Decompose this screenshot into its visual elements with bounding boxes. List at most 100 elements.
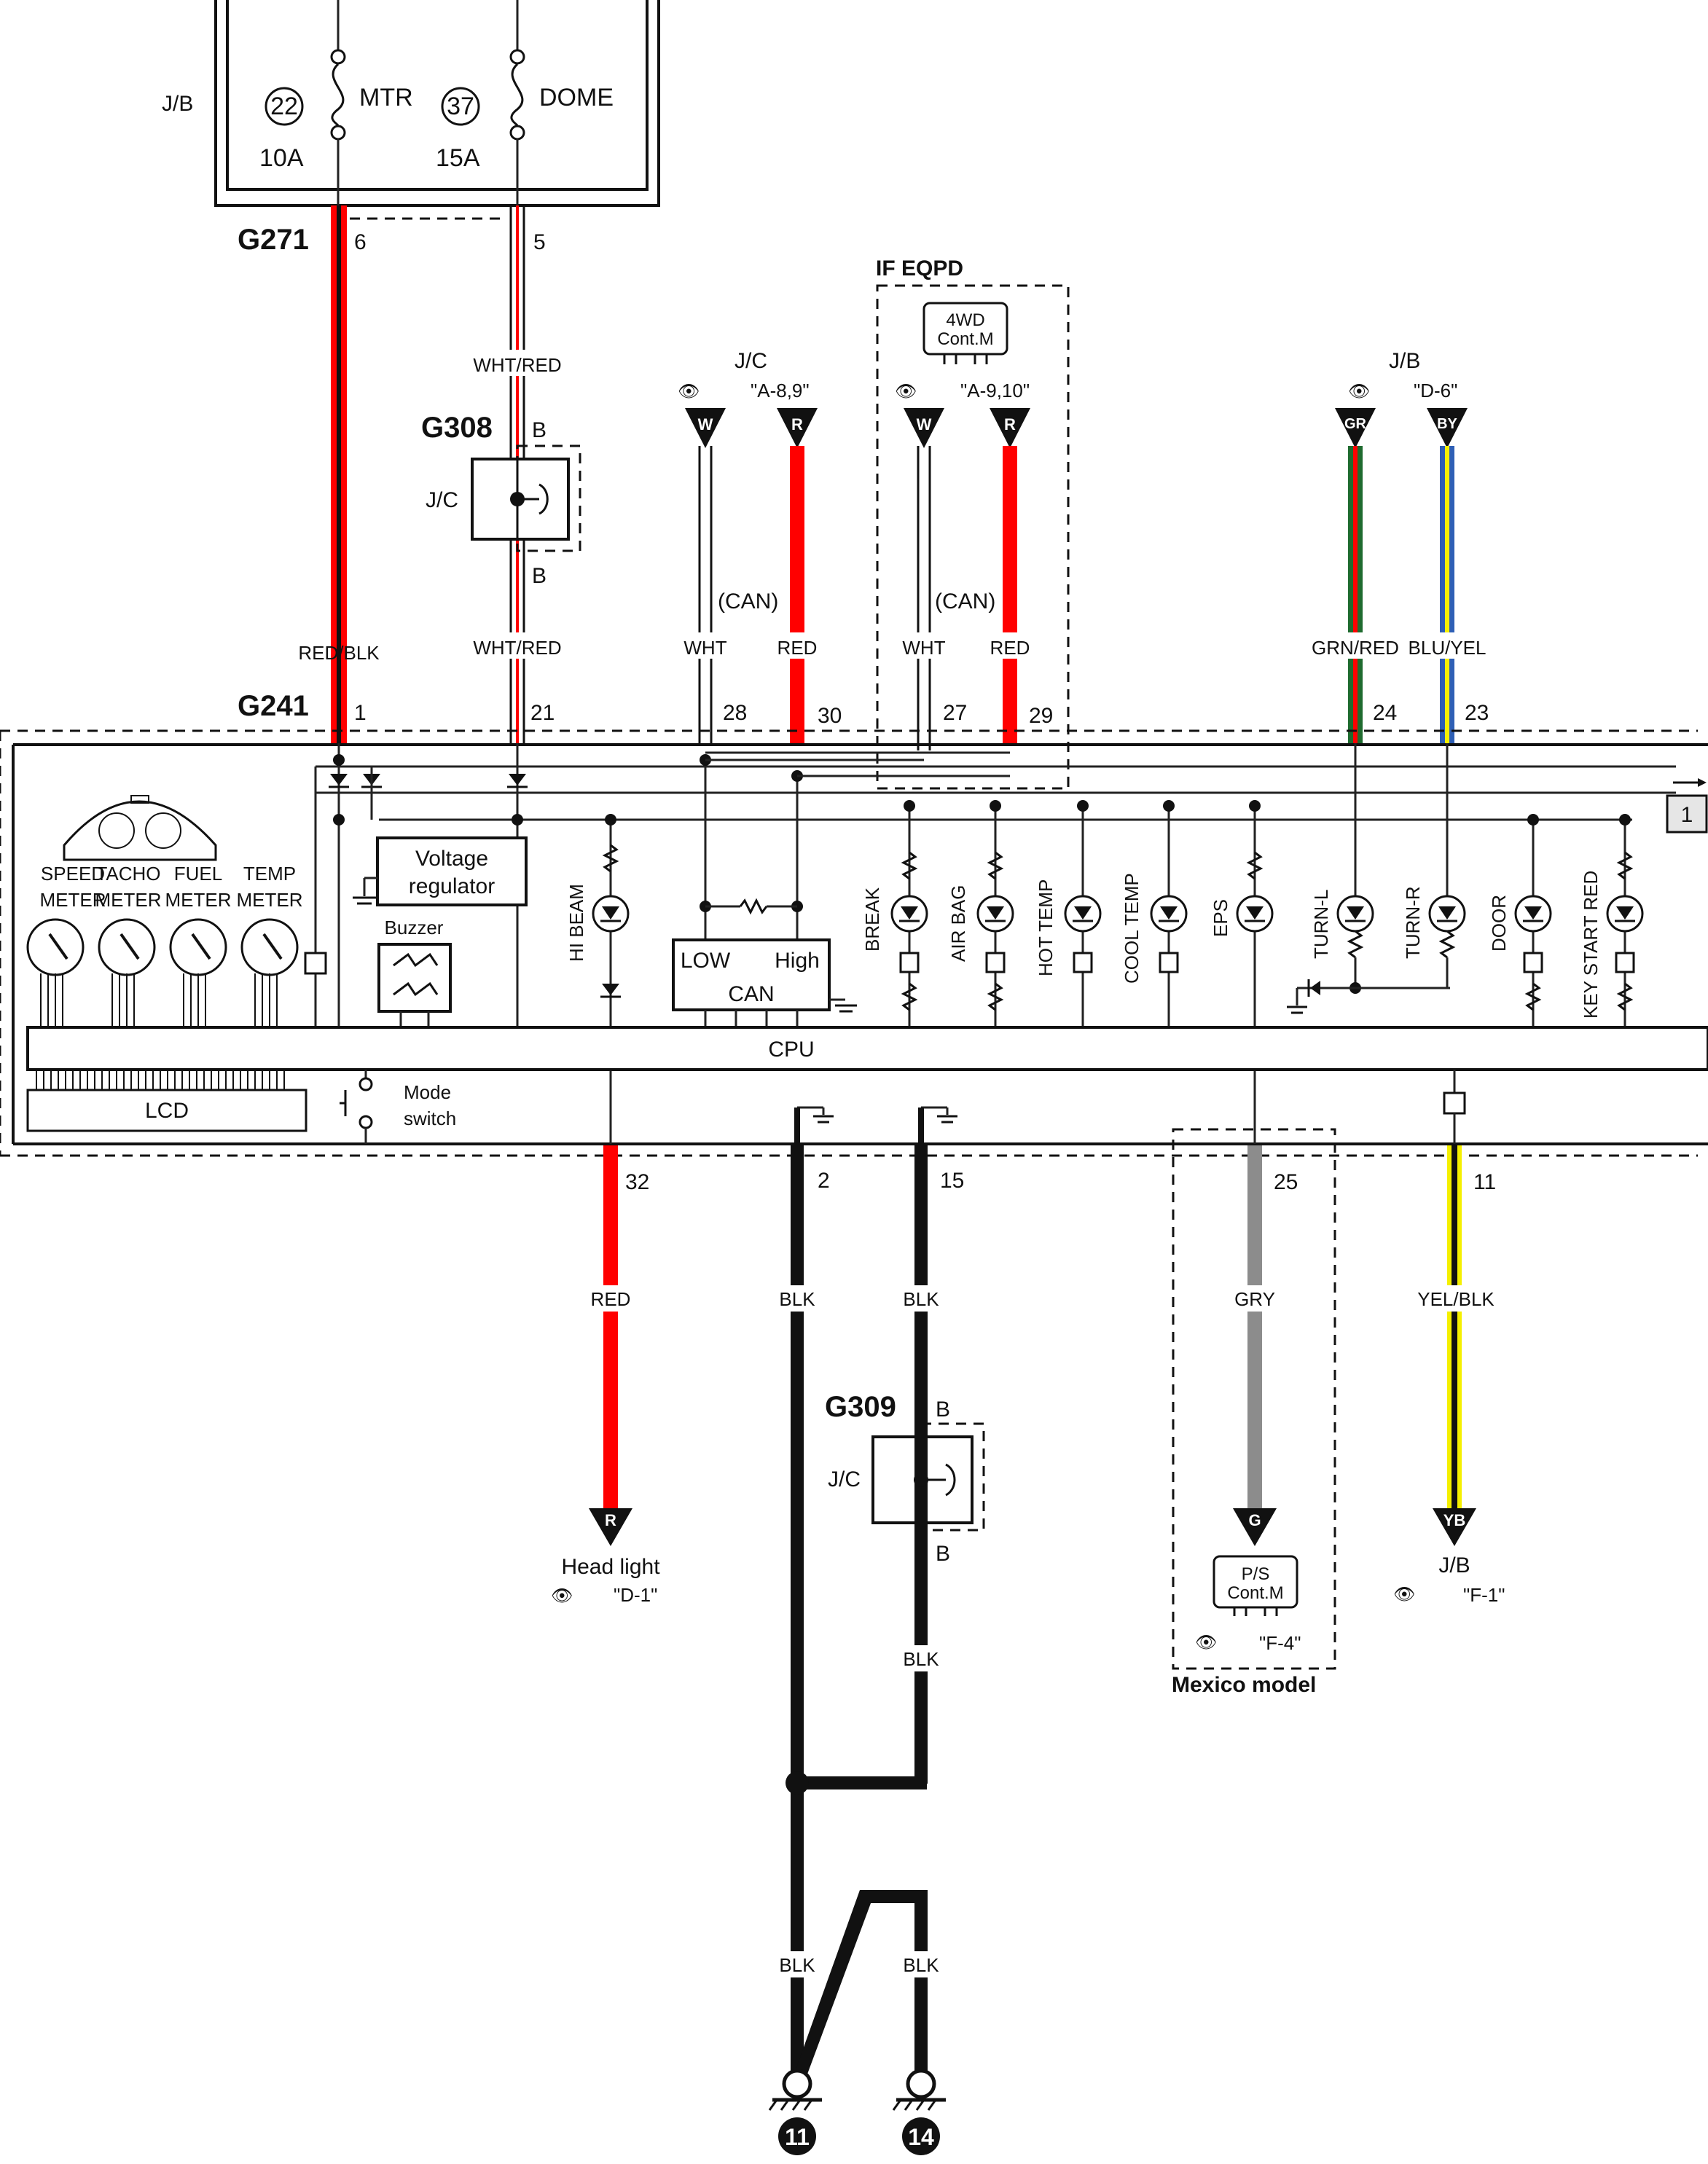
page-ref-label: 1 [1681,803,1693,827]
indicator-eps: EPS [1210,800,1274,1144]
g309-label: G309 [825,1391,896,1423]
arrow-by [1427,408,1468,448]
cpu-label: CPU [768,1038,814,1062]
label-wht-28: WHT [683,637,726,659]
ref-d6: "D-6" [1414,380,1457,401]
g308-label: G308 [421,412,493,444]
vreg-label-2: regulator [409,874,495,898]
can-high-label: High [775,949,820,973]
indicator-turn-r: TURN-R [1402,743,1466,988]
mode-switch-label-1: Mode [404,1081,451,1103]
code-gr: GR [1344,416,1367,432]
internal-grounds [794,1106,957,1144]
indicator-cool-temp: COOL TEMP [1121,800,1188,1027]
pin-g241-28: 28 [723,701,747,725]
gauge-speed-line1: SPEED [41,863,105,885]
if-eqpd-group: IF EQPD 4WD Cont.M 👁 "A-9,10" W R (CAN) … [876,256,1070,790]
pin-g241-15: 15 [940,1169,964,1193]
arrow-r-a910 [990,408,1030,448]
gauge-tacho-meter: TACHO METER [95,863,162,976]
indicator-break: BREAK [861,800,928,1027]
buzzer: Buzzer [377,917,452,1027]
code-r-headlight: R [605,1511,616,1529]
g309-jc-label: J/C [828,1467,861,1491]
buzzer-label: Buzzer [385,917,444,938]
arrow-r-headlight [589,1508,632,1546]
ref-d1: "D-1" [614,1584,657,1606]
ps-label-2: Cont.M [1227,1583,1283,1603]
gauge-temp-line2: METER [237,889,303,911]
indicator-air-bag: AIR BAG [947,800,1014,1027]
label-blk-15: BLK [903,1288,939,1310]
can-label-a89: (CAN) [718,589,778,613]
indicator-door-label: DOOR [1488,895,1510,952]
label-blk-jc: BLK [903,1648,939,1670]
voltage-regulator: Voltage regulator [353,836,528,906]
eye-icon: 👁 [895,382,917,401]
fuse-37-badge [441,87,480,126]
jb-d6-label: J/B [1389,349,1420,373]
label-yel-blk: YEL/BLK [1417,1288,1494,1310]
mode-switch: Mode switch [340,1070,456,1144]
label-blu-yel: BLU/YEL [1409,637,1486,659]
pin-g241-30: 30 [818,704,842,728]
fuse-37-rating: 15A [436,144,480,172]
g308-b-bottom: B [532,564,547,588]
fuse-37-name: DOME [539,84,614,111]
indicator-key-start-red: KEY START RED [1580,814,1644,1027]
4wd-label-1: 4WD [946,310,984,330]
eye-icon: 👁 [551,1586,573,1606]
label-grn-red: GRN/RED [1312,637,1399,659]
label-red-30: RED [777,637,818,659]
pin-g271-5: 5 [533,230,546,254]
can-label-a910: (CAN) [935,589,995,613]
can-label: CAN [728,982,774,1006]
ground-wires: BLK BLK BLK BLK BLK G309 B B J/C 11 [768,1145,985,2155]
can-transceiver: LOW High CAN [672,751,1010,1027]
page-reference-1[interactable]: 1 [1666,778,1708,834]
gauge-tacho-line1: TACHO [95,863,160,885]
g309-b-bottom: B [936,1542,950,1566]
ps-control-module [1213,1555,1298,1609]
head-light-label: Head light [561,1555,660,1579]
arrow-w-a89 [685,408,726,448]
cpu: CPU [26,1026,1708,1071]
fuse-22-name: MTR [359,84,413,111]
bottom-pin-labels: 32 2 15 25 11 [625,1169,1496,1194]
indicator-turn-l-label: TURN-L [1310,890,1332,959]
pin-g271-6: 6 [354,230,367,254]
gauge-fuel-line1: FUEL [174,863,222,885]
g271-label: G271 [238,224,309,256]
wire-eps-mexico: GRY G P/S Cont.M 👁 "F-4" Mexico model [1172,1128,1336,1697]
fuse-22-rating: 10A [259,144,304,172]
ground-14-label: 14 [908,2124,934,2150]
ref-f4: "F-4" [1259,1632,1301,1654]
g308-b-top: B [532,418,547,442]
instrument-cluster-icon [63,795,217,861]
eye-icon: 👁 [1348,382,1370,401]
gauge-fuel-line2: METER [165,889,232,911]
connector-g241: G241 1 21 28 30 27 29 24 23 [0,690,1698,732]
fuse-37-number: 37 [447,93,474,120]
fuse-22-number: 22 [270,93,298,120]
pin-g241-2: 2 [818,1169,830,1193]
label-red-32: RED [591,1288,631,1310]
junction-block: J/B 22 MTR 10A 37 DOME 15A [162,0,660,207]
turn-signal-wires: J/B 👁 "D-6" GR BY GRN/RED BLU/YEL [1312,349,1486,743]
pin-g241-27: 27 [943,701,967,725]
pin-g241-25: 25 [1274,1170,1298,1194]
pin-g241-32: 32 [625,1170,649,1194]
pin-g241-1: 1 [354,701,367,725]
label-wht-red-top: WHT/RED [473,354,561,376]
indicator-break-label: BREAK [861,887,883,952]
gauge-tacho-line2: METER [95,889,162,911]
indicator-air-bag-label: AIR BAG [947,885,969,962]
gauge-temp-meter: TEMP METER [237,863,303,976]
ground-11-label: 11 [785,2124,810,2150]
can-low-label: LOW [681,949,731,973]
lcd: LCD [26,1070,307,1132]
pin-g241-29: 29 [1029,704,1053,728]
label-red-29: RED [990,637,1030,659]
indicator-turn-l: TURN-L [1287,743,1450,1014]
4wd-label-2: Cont.M [937,329,993,349]
